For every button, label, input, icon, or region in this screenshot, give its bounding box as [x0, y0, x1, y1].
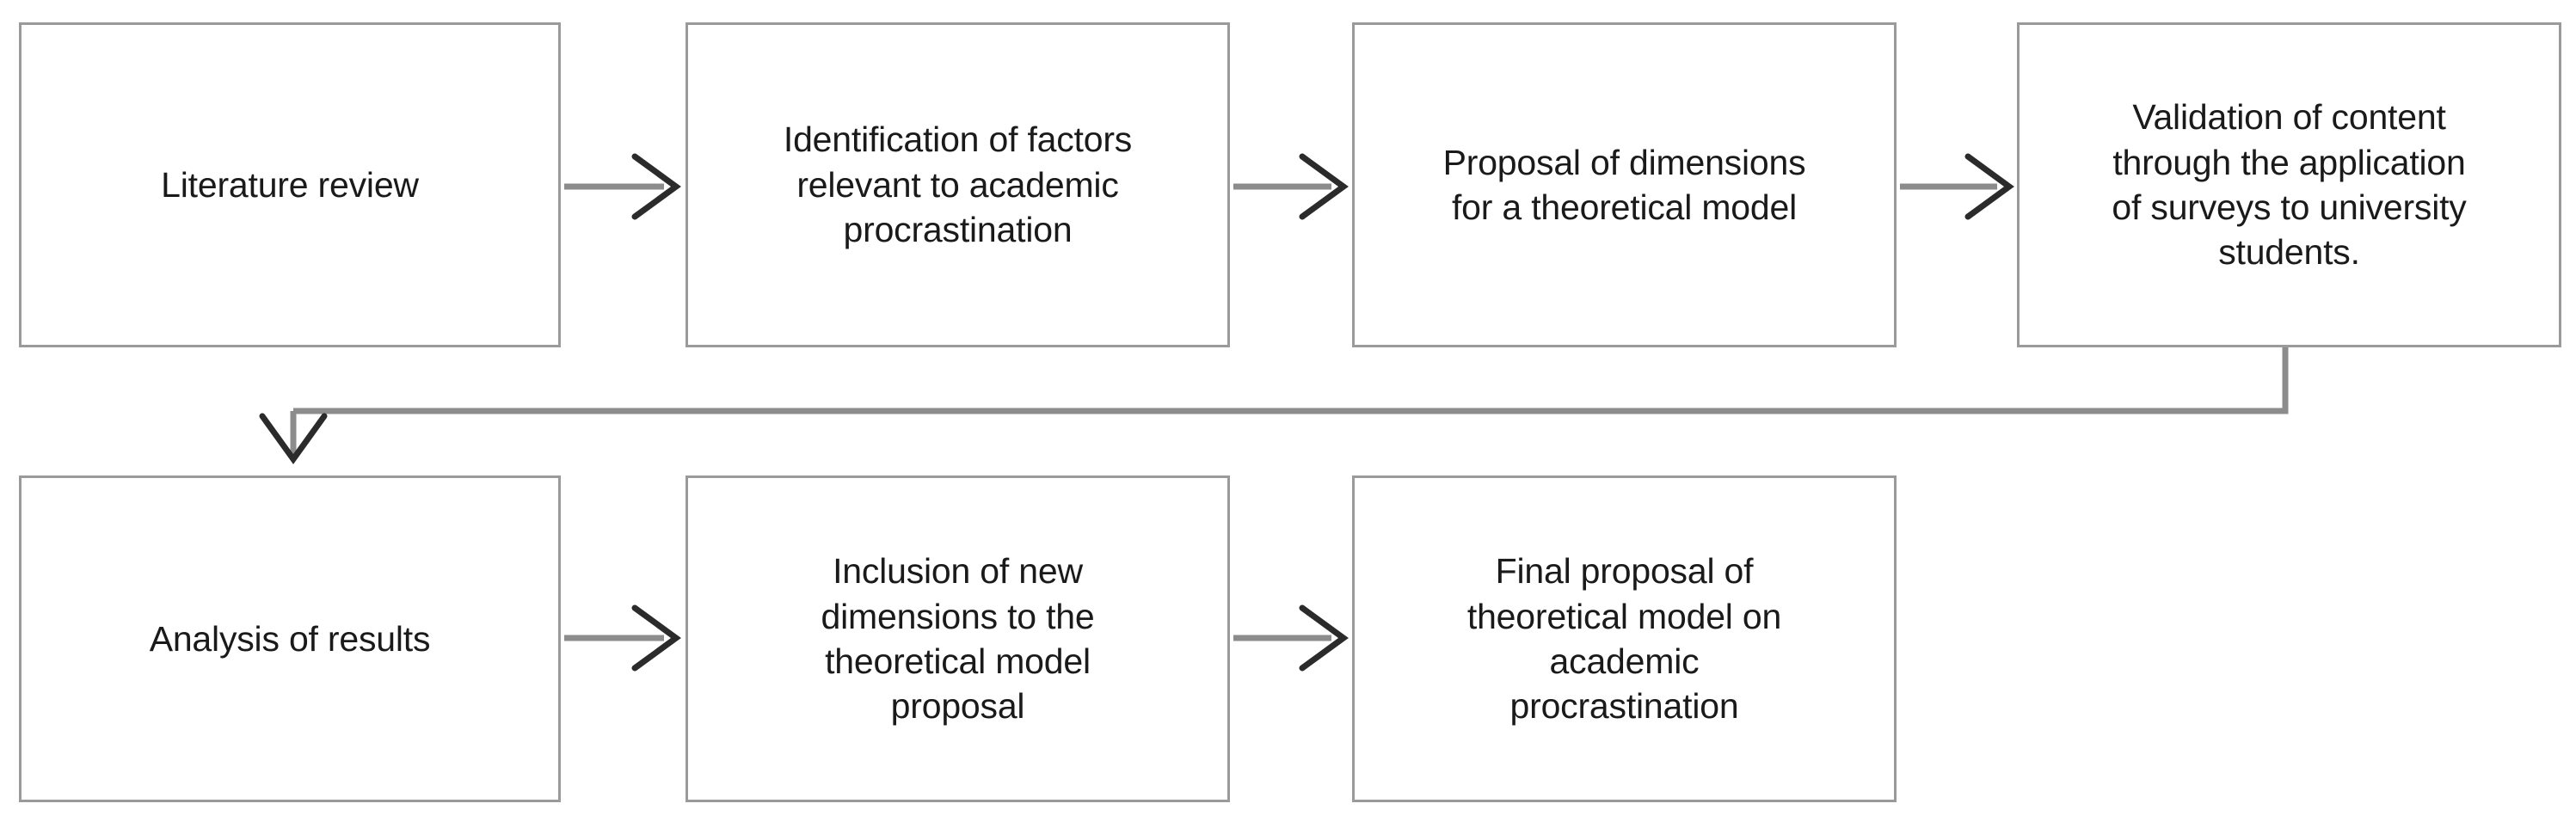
- node-literature-review[interactable]: Literature review: [19, 22, 561, 347]
- node-literature-review-label: Literature review: [161, 164, 419, 205]
- node-proposal-of-dimensions-label: Proposal of dimensions for a theoretical…: [1442, 142, 1806, 227]
- node-analysis-of-results[interactable]: Analysis of results: [19, 475, 561, 802]
- node-validation-of-content[interactable]: Validation of content through the applic…: [2017, 22, 2561, 347]
- node-analysis-of-results-label: Analysis of results: [149, 618, 431, 659]
- connector-proposal-to-validation: [1900, 153, 2014, 220]
- node-identification-of-factors-label: Identification of factors relevant to ac…: [783, 120, 1133, 250]
- node-inclusion-of-new-dimensions-label: Inclusion of new dimensions to the theor…: [821, 551, 1095, 727]
- node-proposal-of-dimensions[interactable]: Proposal of dimensions for a theoretical…: [1352, 22, 1897, 347]
- node-validation-of-content-label: Validation of content through the applic…: [2112, 97, 2467, 273]
- connector-literature-to-identification: [564, 153, 681, 220]
- node-final-proposal-label: Final proposal of theoretical model on a…: [1466, 551, 1782, 727]
- node-final-proposal[interactable]: Final proposal of theoretical model on a…: [1352, 475, 1897, 802]
- node-identification-of-factors[interactable]: Identification of factors relevant to ac…: [685, 22, 1230, 347]
- connector-inclusion-to-final: [1233, 604, 1349, 672]
- connector-analysis-to-inclusion: [564, 604, 681, 672]
- node-inclusion-of-new-dimensions[interactable]: Inclusion of new dimensions to the theor…: [685, 475, 1230, 802]
- connector-validation-to-analysis: [259, 347, 2289, 464]
- connector-identification-to-proposal: [1233, 153, 1349, 220]
